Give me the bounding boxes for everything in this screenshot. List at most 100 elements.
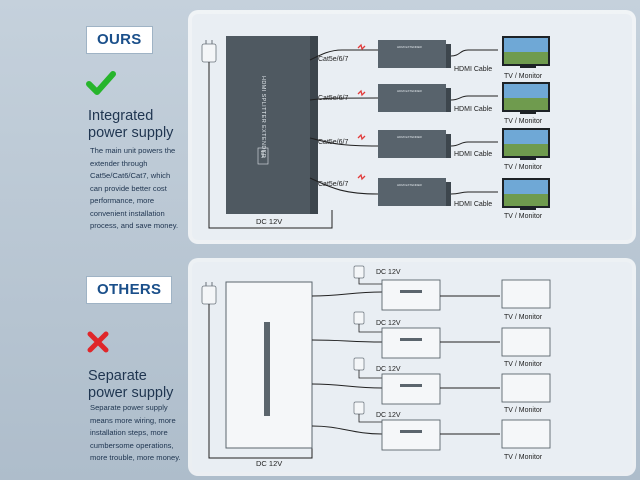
others-heading: Separate power supply [88, 368, 198, 402]
ours-desc-line: process, and save money. [90, 221, 179, 230]
tv-monitor-icon [501, 327, 551, 357]
tv-monitor-icon [501, 279, 551, 309]
ours-row-2: Cat5e/6/7 HDMI EXTENDER HDMI Cable TV / … [309, 82, 550, 125]
tv-label: TV / Monitor [504, 164, 543, 171]
ours-desc-line: The main unit powers the [90, 146, 176, 155]
hdmi-label: HDMI Cable [454, 151, 492, 158]
cat-cable [311, 425, 383, 435]
cat-cable [311, 383, 383, 389]
hdmi-cable [450, 95, 498, 101]
others-description: Separate power supply means more wiring,… [90, 402, 200, 465]
ours-row-4: Cat5e/6/7 HDMI EXTENDER HDMI Cable TV / … [309, 173, 550, 220]
receiver-label: HDMI EXTENDER [397, 183, 423, 187]
power-label: DC 12V [256, 217, 282, 226]
hdmi-label: HDMI Cable [454, 106, 492, 113]
power-label: DC 12V [376, 366, 401, 373]
cable-label: Cat5e/6/7 [318, 56, 348, 63]
power-label: DC 12V [256, 459, 282, 468]
signal-icon [357, 89, 366, 97]
tv-label: TV / Monitor [504, 454, 543, 461]
others-row-3: DC 12V TV / Monitor [311, 357, 551, 414]
tv-label: TV / Monitor [504, 314, 543, 321]
power-cable [208, 304, 313, 459]
tv-label: TV / Monitor [504, 407, 543, 414]
cat-cable [309, 177, 379, 195]
cat-cable [309, 97, 379, 101]
receiver-label: HDMI EXTENDER [397, 89, 423, 93]
signal-icon [357, 133, 366, 141]
hdmi-label: HDMI Cable [454, 201, 492, 208]
cat-cable [311, 339, 383, 343]
power-label: DC 12V [376, 269, 401, 276]
comparison-text-column: OURS Integrated power supply The main un… [0, 0, 200, 480]
ours-diagram: DC 12V HDMI SPLITTER EXTENDER 1x4 Cat5e/… [201, 36, 550, 229]
receiver-unit [378, 84, 446, 112]
tv-monitor-icon [501, 419, 551, 449]
main-unit-outline [225, 281, 313, 449]
receiver-label: HDMI EXTENDER [397, 135, 423, 139]
ours-heading-line1: Integrated [88, 108, 154, 124]
hdmi-cable [450, 141, 498, 147]
receiver-unit-outline [381, 373, 441, 405]
others-row-1: DC 12V TV / Monitor [311, 265, 551, 321]
tv-label: TV / Monitor [504, 213, 543, 220]
others-heading-line2: power supply [88, 385, 174, 401]
ours-desc-line: convenient installation [90, 208, 165, 218]
ours-row-1: Cat5e/6/7 HDMI EXTENDER HDMI Cable TV / … [309, 36, 550, 80]
power-label: DC 12V [376, 412, 401, 419]
tv-label: TV / Monitor [504, 361, 543, 368]
others-desc-line: installation steps, more [90, 428, 168, 437]
cross-icon [87, 331, 109, 353]
ours-desc-line: can provide better cost [90, 183, 167, 193]
others-row-4: DC 12V TV / Monitor [311, 401, 551, 461]
receiver-unit [378, 130, 446, 158]
cable-label: Cat5e/6/7 [318, 181, 348, 188]
power-adapter-icon [353, 311, 382, 333]
receiver-unit [378, 40, 446, 68]
ours-row-3: Cat5e/6/7 HDMI EXTENDER HDMI Cable TV / … [309, 128, 550, 171]
ours-desc-line: Cat5e/Cat6/Cat7, which [90, 171, 171, 180]
tv-label: TV / Monitor [504, 118, 543, 125]
receiver-unit-outline [381, 419, 441, 451]
others-badge: OTHERS [86, 276, 173, 304]
cat-cable [311, 291, 383, 297]
receiver-unit-outline [381, 279, 441, 311]
cable-label: Cat5e/6/7 [318, 95, 348, 102]
main-unit: HDMI SPLITTER EXTENDER 1x4 [226, 36, 318, 214]
tv-monitor-icon [501, 373, 551, 403]
hdmi-label: HDMI Cable [454, 66, 492, 73]
ours-desc-line: extender through [90, 158, 148, 168]
cat-cable [309, 49, 382, 61]
others-desc-line: more trouble, more money. [90, 453, 181, 462]
ours-badge: OURS [86, 26, 153, 54]
ours-desc-line: performance, more [90, 196, 155, 205]
power-adapter-icon [201, 40, 217, 63]
check-icon [86, 71, 116, 95]
cable-label: Cat5e/6/7 [318, 139, 348, 146]
ours-description: The main unit powers the extender throug… [90, 145, 200, 233]
ours-heading-line2: power supply [88, 125, 174, 141]
power-label: DC 12V [376, 320, 401, 327]
signal-icon [357, 173, 366, 181]
others-desc-line: cumbersome operations, [90, 440, 174, 450]
others-desc-line: Separate power supply [90, 403, 168, 412]
tv-label: TV / Monitor [504, 73, 543, 80]
main-unit-label: HDMI SPLITTER EXTENDER [260, 76, 266, 158]
cat-cable [309, 137, 379, 147]
power-adapter-icon [353, 265, 382, 285]
signal-icon [357, 43, 366, 51]
others-heading-line1: Separate [88, 368, 147, 384]
receiver-unit-outline [381, 327, 441, 359]
power-cable [208, 62, 333, 229]
others-desc-line: means more wiring, more [90, 415, 176, 425]
hdmi-cable [450, 191, 498, 195]
power-adapter-icon [353, 401, 382, 423]
power-adapter-icon [201, 282, 217, 305]
others-row-2: DC 12V TV / Monitor [311, 311, 551, 368]
power-adapter-icon [353, 357, 382, 379]
hdmi-cable [450, 49, 498, 57]
ours-heading: Integrated power supply [88, 108, 198, 142]
others-diagram: DC 12V DC 12V TV / Monitor DC 12V TV / M… [201, 265, 551, 468]
main-unit-tag: 1x4 [259, 150, 265, 158]
receiver-label: HDMI EXTENDER [397, 45, 423, 49]
